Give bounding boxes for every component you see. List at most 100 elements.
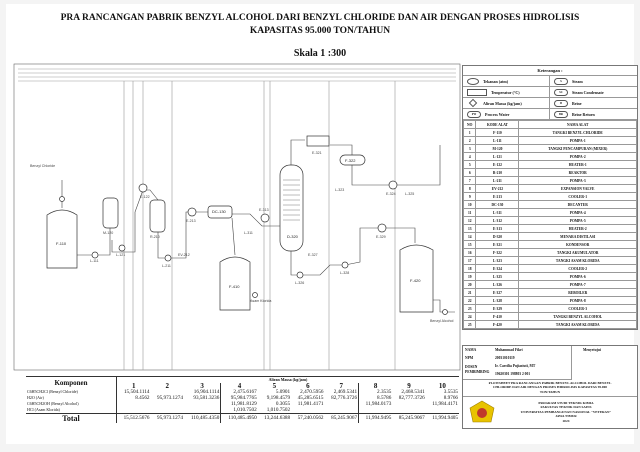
- equipment-name: TANGKI ASAM KLORIDA: [518, 256, 637, 265]
- drawing-capacity: KAPASITAS 95.000 TON/TAHUN: [249, 26, 391, 36]
- equipment-no: 7: [462, 176, 477, 185]
- pump-L111-icon: [91, 251, 99, 259]
- component-name: H2O (Air): [27, 395, 44, 400]
- equipment-code: E-327: [475, 288, 520, 297]
- drawing-title: PRA RANCANGAN PABRIK BENZYL ALCOHOL DARI…: [60, 13, 580, 23]
- label-E313: E-313: [259, 208, 269, 212]
- equipment-no: 11: [462, 208, 477, 217]
- label-M120: M-120: [103, 231, 113, 235]
- outlet-nozzle-icon: [442, 309, 448, 315]
- total-value: 11,994.9495: [358, 413, 393, 423]
- mass-flow-value: 2,468.5341: [401, 389, 425, 395]
- equipment-no: 3: [462, 144, 477, 153]
- heater-E122-icon: [138, 183, 148, 193]
- legend-symbol-label: Tekanan (atm): [483, 78, 509, 84]
- label-L326: L-326: [295, 281, 304, 285]
- equipment-no: 12: [462, 216, 477, 225]
- equipment-name: TANGKI AKUMULATOR: [518, 248, 637, 257]
- label-DC130: DC-130: [212, 209, 227, 214]
- total-value: 110,485.4350: [190, 415, 220, 421]
- equipment-name: DECANTER: [518, 200, 637, 209]
- institution-line: JAWA TIMUR: [555, 414, 577, 419]
- component-name: C6H5CH2OH (Benzyl Alcohol): [27, 401, 79, 406]
- label-F322: F-322: [345, 158, 356, 163]
- process-lines: [61, 139, 455, 313]
- equipment-no: 4: [462, 152, 477, 161]
- total-value: 15,512.5676: [115, 413, 151, 423]
- equipment-name: POMPA-6: [518, 272, 637, 281]
- stream-number: 8: [358, 383, 393, 390]
- label-D320: D-320: [287, 234, 299, 239]
- equipment-name: REBOILER: [518, 288, 637, 297]
- equipment-no: 24: [462, 312, 477, 321]
- label-L111: L-111: [90, 259, 99, 263]
- equipment-code: L-311: [475, 208, 520, 217]
- equipment-no: 18: [462, 264, 477, 273]
- cooler-E324-icon: [388, 180, 398, 190]
- mass-flow-value: 11,981.4171: [297, 401, 324, 407]
- equipment-name: POMPA-2: [518, 152, 637, 161]
- nama-label: NAMA: [465, 348, 477, 352]
- label-E324: E-324: [386, 192, 396, 196]
- rect-symbol-icon: [467, 88, 487, 96]
- dosen-value: Ir. Caecilia Pujiastuti, MT: [495, 364, 536, 368]
- equipment-no: 9: [462, 192, 477, 201]
- equipment-no: 13: [462, 224, 477, 233]
- equipment-name: HEATER-1: [518, 160, 637, 169]
- mass-flow-value: 45,285.6515: [297, 395, 324, 401]
- equipment-name: POMPA-7: [518, 280, 637, 289]
- stream-number: 6: [306, 382, 310, 390]
- equipment-code: L-111: [475, 136, 520, 145]
- stream-number: 2: [165, 382, 169, 390]
- equipment-name: TANGKI BENZYL CHLORIDE: [518, 128, 637, 137]
- legend-symbol-label: Brine Return: [572, 111, 595, 117]
- mass-flow-value: 2,470.5956: [300, 389, 324, 395]
- equipment-code: L-326: [475, 280, 520, 289]
- equipment-code: M-120: [475, 144, 520, 153]
- equipment-code: L-121: [475, 152, 520, 161]
- label-E213: E-213: [186, 219, 196, 223]
- institution-line: PROGRAM STUDI TEKNIK KIMIA: [538, 401, 594, 405]
- legend-symbol-label: Steam Condensate: [572, 89, 604, 95]
- equipment-code: E-324: [475, 264, 520, 273]
- mass-flow-value: 0.3055: [275, 401, 291, 407]
- mass-flow-value: [115, 407, 151, 414]
- decanter-DC130: [207, 205, 233, 219]
- total-value: 95,973.1274: [156, 415, 183, 421]
- equipment-no: 1: [462, 128, 477, 137]
- mass-flow-value: 11,984.0173: [358, 401, 393, 407]
- equipment-code: L-211: [475, 176, 520, 185]
- pump-L328-icon: [341, 261, 349, 269]
- equipment-code: L-325: [475, 272, 520, 281]
- equipment-name: EXPANSION VALVE: [518, 184, 637, 193]
- equipment-no: 21: [462, 288, 477, 297]
- column-D320: [279, 164, 304, 252]
- legend-symbol-label: Brine: [572, 100, 582, 106]
- total-label: Total: [62, 413, 80, 423]
- mass-flow-value: 95,973.1274: [156, 395, 183, 401]
- mass-flow-value: 1,010.7502: [266, 407, 291, 413]
- legend-symbol: Tekanan (atm): [463, 76, 550, 87]
- mass-flow-value: 2.3535: [358, 389, 393, 395]
- nama-value: Muhammad Fikri: [495, 348, 523, 352]
- pump-L211-icon: [164, 254, 172, 262]
- total-value: 13,244.6388: [264, 415, 291, 421]
- equipment-name: POMPA-4: [518, 208, 637, 217]
- outlet-label: Benzyl Alcohol: [430, 319, 454, 323]
- mass-flow-value: 1,010.7502: [220, 407, 258, 414]
- equipment-no: 5: [462, 160, 477, 169]
- equipment-no: 25: [462, 320, 477, 329]
